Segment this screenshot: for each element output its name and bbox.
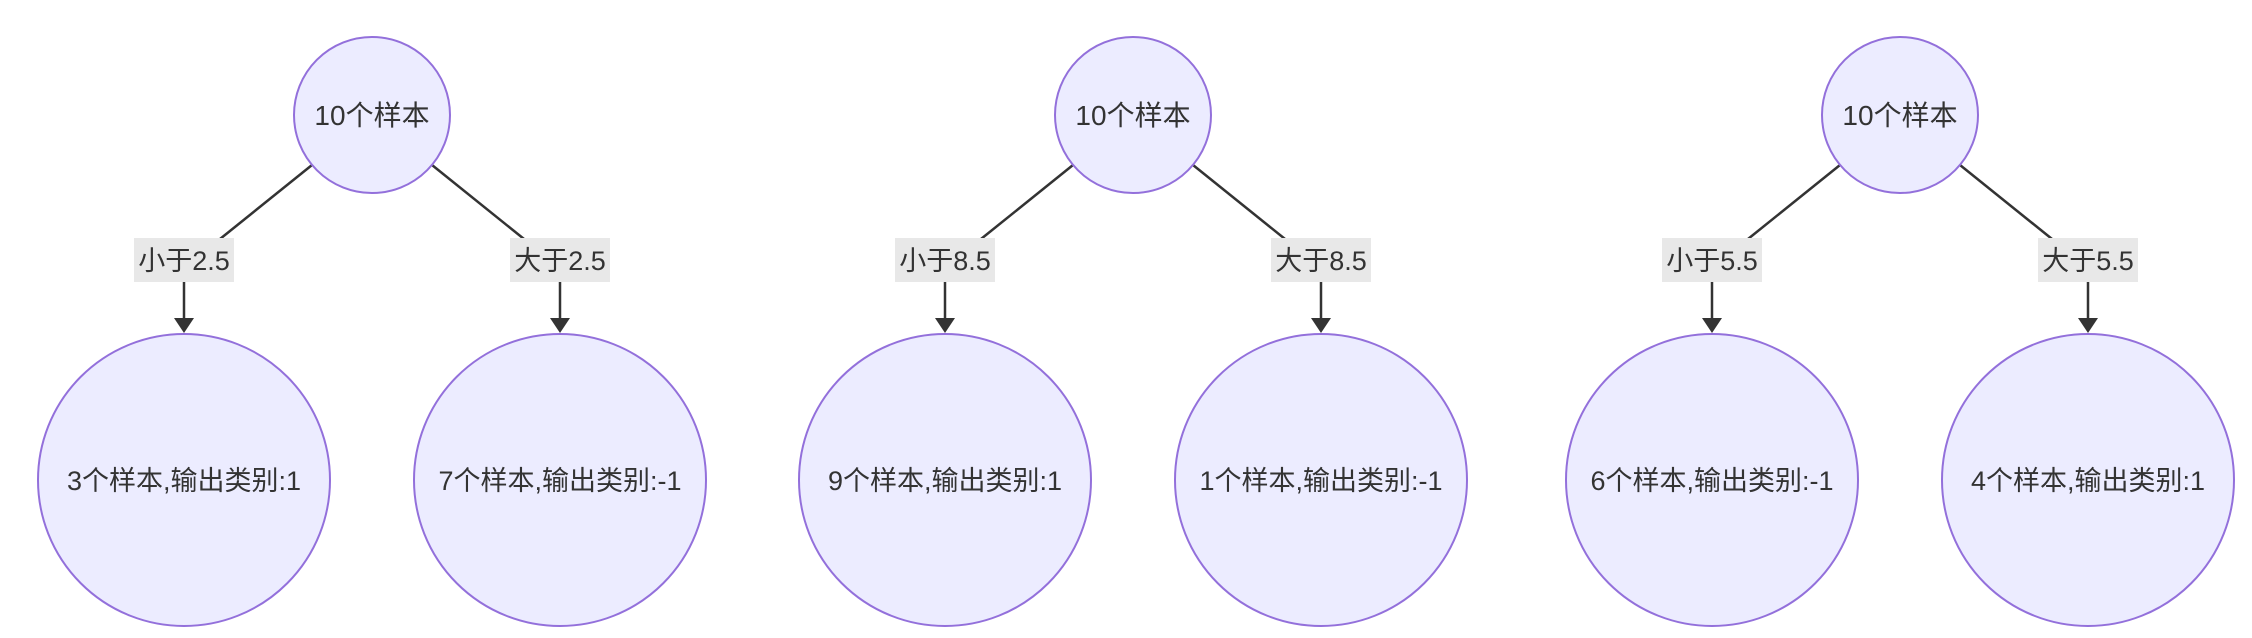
left-condition-label: 小于8.5 xyxy=(899,246,991,276)
right-condition-label: 大于2.5 xyxy=(514,246,606,276)
decision-tree-2: 10个样本 小于8.5 大于8.5 9个样本,输出类别:1 1个样本,输出类别:… xyxy=(798,36,1468,627)
right-arrowhead-icon xyxy=(550,318,570,333)
left-leaf-label: 9个样本,输出类别:1 xyxy=(828,466,1062,496)
left-condition-label: 小于5.5 xyxy=(1666,246,1758,276)
right-condition-label-bg xyxy=(510,238,610,282)
edge-root-to-right-label xyxy=(431,164,525,240)
right-leaf-label: 1个样本,输出类别:-1 xyxy=(1199,466,1442,496)
edge-root-to-right-label xyxy=(1192,164,1286,240)
right-leaf-label: 7个样本,输出类别:-1 xyxy=(438,466,681,496)
right-leaf-label: 4个样本,输出类别:1 xyxy=(1971,466,2205,496)
right-arrowhead-icon xyxy=(1311,318,1331,333)
root-node-label: 10个样本 xyxy=(314,100,429,131)
root-node xyxy=(1821,36,1979,194)
right-condition-label-bg xyxy=(2038,238,2138,282)
decision-tree-1: 10个样本 小于2.5 大于2.5 3个样本,输出类别:1 7个样本,输出类别:… xyxy=(37,36,707,627)
left-condition-label-bg xyxy=(134,238,234,282)
root-node xyxy=(1054,36,1212,194)
left-leaf-node xyxy=(37,333,331,627)
left-condition-label-bg xyxy=(1662,238,1762,282)
left-condition-label: 小于2.5 xyxy=(138,246,230,276)
edge-root-to-right-label xyxy=(1959,164,2053,240)
left-arrowhead-icon xyxy=(1702,318,1722,333)
right-leaf-node xyxy=(1941,333,2235,627)
right-condition-label: 大于5.5 xyxy=(2042,246,2134,276)
root-node-label: 10个样本 xyxy=(1075,100,1190,131)
right-leaf-node xyxy=(413,333,707,627)
right-leaf-node xyxy=(1174,333,1468,627)
right-condition-label-bg xyxy=(1271,238,1371,282)
left-leaf-node xyxy=(1565,333,1859,627)
right-condition-label: 大于8.5 xyxy=(1275,246,1367,276)
edge-root-to-left-label xyxy=(980,164,1074,240)
left-leaf-node xyxy=(798,333,1092,627)
edge-root-to-left-label xyxy=(219,164,313,240)
left-leaf-label: 6个样本,输出类别:-1 xyxy=(1590,466,1833,496)
left-arrowhead-icon xyxy=(935,318,955,333)
right-arrowhead-icon xyxy=(2078,318,2098,333)
root-node xyxy=(293,36,451,194)
left-condition-label-bg xyxy=(895,238,995,282)
edge-root-to-left-label xyxy=(1747,164,1841,240)
left-leaf-label: 3个样本,输出类别:1 xyxy=(67,466,301,496)
left-arrowhead-icon xyxy=(174,318,194,333)
root-node-label: 10个样本 xyxy=(1842,100,1957,131)
decision-tree-3: 10个样本 小于5.5 大于5.5 6个样本,输出类别:-1 4个样本,输出类别… xyxy=(1565,36,2235,627)
